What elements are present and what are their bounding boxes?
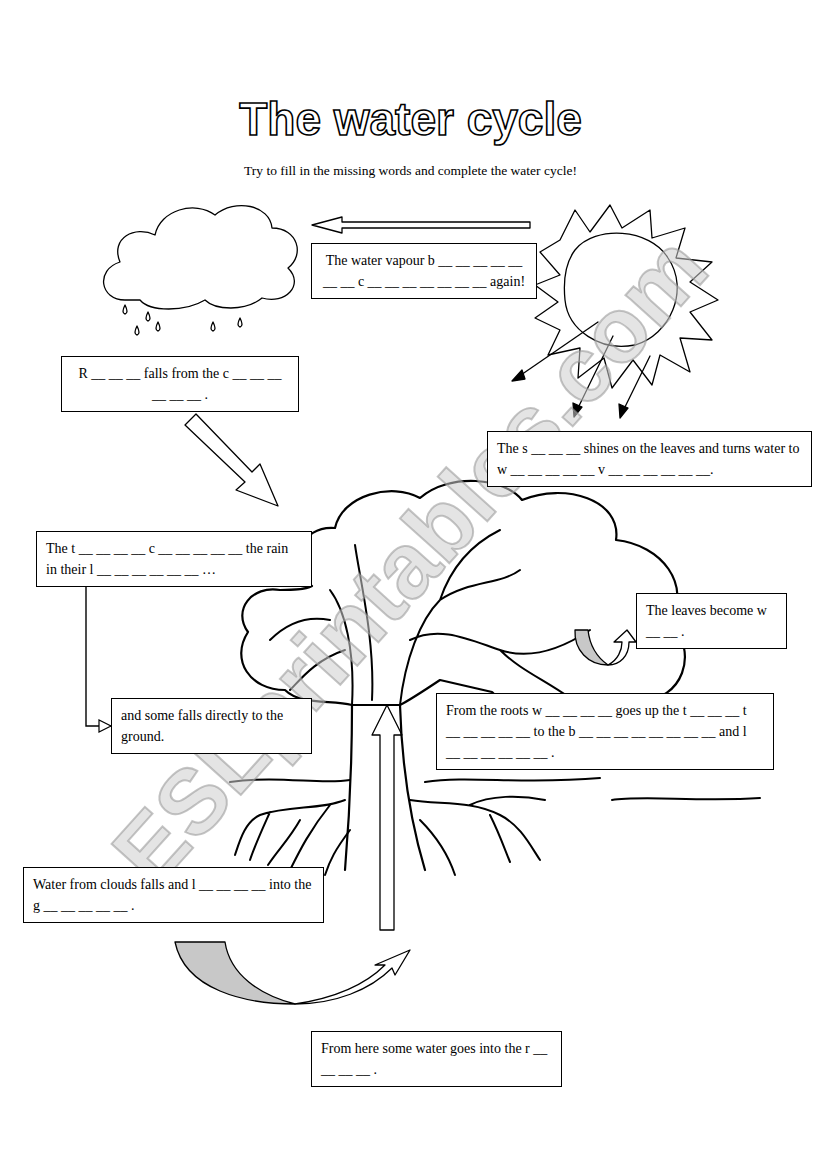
box-text: and some falls directly to the ground. bbox=[121, 705, 302, 747]
cloud bbox=[104, 206, 298, 309]
arrow-head bbox=[99, 720, 111, 732]
text-box: The water vapour b __ __ __ __ __ __ __ … bbox=[311, 243, 537, 299]
flow-arrow bbox=[86, 587, 111, 732]
text-box: The s __ __ __ shines on the leaves and … bbox=[487, 431, 812, 487]
tree-trunk bbox=[345, 705, 425, 870]
text-box: The t __ __ __ __ c __ __ __ __ __ the r… bbox=[36, 531, 312, 587]
uptake-arrow bbox=[372, 705, 402, 930]
box-text: The t __ __ __ __ c __ __ __ __ __ the r… bbox=[46, 538, 302, 580]
evaporation-arrow bbox=[312, 217, 530, 233]
ground-line bbox=[230, 778, 760, 800]
text-box: Water from clouds falls and l __ __ __ _… bbox=[23, 867, 324, 923]
text-box: From here some water goes into the r __ … bbox=[311, 1031, 562, 1087]
leaf-curve-arrow-head bbox=[608, 630, 636, 665]
tree-roots bbox=[235, 797, 545, 875]
title: The water cycle bbox=[0, 92, 821, 146]
leaf-curve-arrow bbox=[575, 630, 608, 665]
text-box: The leaves become w __ __ . bbox=[636, 593, 787, 649]
box-text: The water vapour b __ __ __ __ __ __ __ … bbox=[321, 250, 527, 292]
soil-curve-arrow-head bbox=[295, 950, 410, 1004]
soil-curve-arrow bbox=[175, 942, 295, 1004]
box-text: The leaves become w __ __ . bbox=[646, 600, 777, 642]
box-text: R __ __ __ falls from the c __ __ __ __ … bbox=[71, 363, 289, 405]
arrow-line bbox=[86, 587, 111, 726]
rain-arrow bbox=[185, 414, 278, 506]
text-box: and some falls directly to the ground. bbox=[111, 698, 312, 754]
box-text: From the roots w __ __ __ __ goes up the… bbox=[446, 700, 764, 763]
box-text: From here some water goes into the r __ … bbox=[321, 1038, 552, 1080]
box-text: The s __ __ __ shines on the leaves and … bbox=[497, 438, 802, 480]
text-box: From the roots w __ __ __ __ goes up the… bbox=[436, 693, 774, 770]
box-text: Water from clouds falls and l __ __ __ _… bbox=[33, 874, 314, 916]
raindrops bbox=[123, 305, 242, 335]
instruction-text: Try to fill in the missing words and com… bbox=[0, 163, 821, 179]
text-box: R __ __ __ falls from the c __ __ __ __ … bbox=[61, 356, 299, 412]
